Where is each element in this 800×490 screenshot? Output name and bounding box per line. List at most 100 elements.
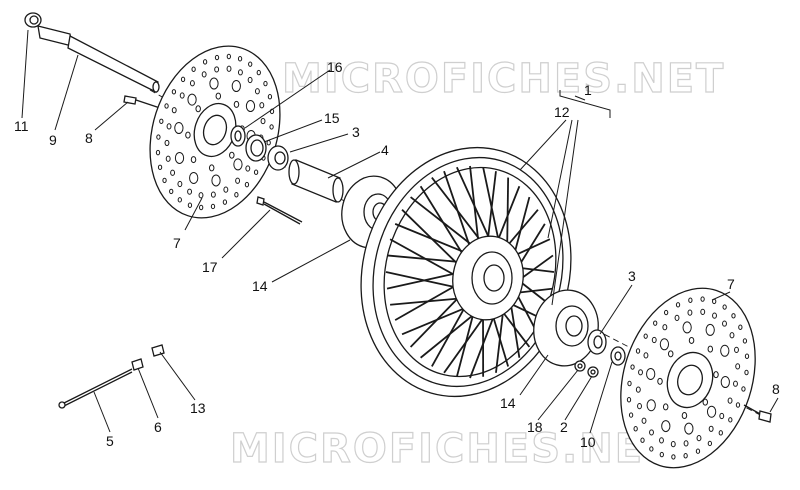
disc-hole (157, 164, 163, 170)
callout-9: 9 (49, 132, 57, 148)
spoke (443, 170, 473, 254)
disc-hole (720, 376, 730, 389)
disc-hole (659, 451, 664, 458)
disc-hole (683, 440, 689, 447)
callout-4: 4 (381, 142, 389, 158)
part-6-fitting (131, 358, 144, 371)
disc-hole (643, 352, 649, 359)
disc-hole (738, 324, 743, 330)
disc-hole (671, 454, 676, 460)
disc-hole (174, 151, 185, 164)
part-3-bearing-left (267, 145, 289, 171)
spoke (389, 238, 463, 280)
disc-hole (180, 76, 186, 83)
disc-hole (719, 412, 725, 420)
disc-hole (170, 169, 176, 176)
disc-hole (229, 151, 235, 159)
part-17-long-bolt (256, 196, 303, 225)
disc-hole (722, 304, 727, 310)
disc-hole (718, 430, 723, 436)
disc-hole (662, 324, 668, 331)
spoke (469, 165, 480, 249)
disc-hole (198, 192, 204, 199)
disc-hole (171, 107, 177, 114)
callout-14-left: 14 (252, 278, 268, 294)
disc-hole (260, 117, 266, 125)
leader-lines (21, 29, 779, 434)
disc-hole (245, 100, 256, 113)
disc-hole (269, 124, 274, 130)
disc-hole (637, 403, 642, 410)
disc-hole (226, 65, 232, 72)
disc-hole (162, 177, 167, 184)
disc-hole (742, 338, 748, 344)
part-18-washer (574, 360, 586, 372)
disc-hole (214, 54, 220, 61)
callout-1: 1 (584, 82, 592, 98)
disc-hole (667, 350, 674, 358)
disc-hole (177, 197, 182, 203)
disc-hole (707, 440, 713, 447)
disc-hole (700, 308, 706, 315)
disc-hole (635, 386, 641, 393)
callout-6: 6 (154, 419, 162, 435)
disc-hole (235, 177, 241, 184)
part-12-spoked-wheel (360, 146, 572, 398)
callout-3-left: 3 (352, 124, 360, 140)
callout-12: 12 (554, 104, 570, 120)
disc-hole (702, 398, 709, 406)
disc-hole (202, 59, 208, 65)
callout-3-right: 3 (628, 268, 636, 284)
disc-hole (744, 353, 750, 359)
disc-hole (185, 131, 191, 139)
callout-5: 5 (106, 433, 114, 449)
part-9-axle-shaft (37, 25, 160, 93)
disc-hole (627, 380, 632, 387)
spoke (401, 209, 464, 270)
disc-hole (682, 321, 692, 334)
disc-hole (734, 346, 739, 353)
disc-hole (234, 192, 239, 198)
disc-hole (674, 314, 680, 321)
disc-hole (722, 320, 727, 327)
disc-hole (683, 453, 688, 459)
disc-hole (244, 181, 250, 188)
disc-hole (177, 180, 183, 188)
disc-hole (659, 338, 670, 351)
disc-hole (707, 345, 714, 353)
disc-hole (233, 158, 243, 171)
disc-hole (700, 296, 705, 302)
disc-hole (259, 102, 265, 109)
disc-hole (187, 93, 197, 106)
disc-hole (659, 437, 664, 444)
disc-hole (254, 88, 260, 95)
part-10-spacer (610, 346, 626, 366)
disc-hole (705, 323, 715, 336)
disc-hole (245, 165, 251, 172)
disc-hole (646, 399, 656, 412)
disc-hole (720, 344, 730, 357)
disc-hole (226, 53, 231, 60)
disc-hole (628, 412, 634, 418)
disc-hole (706, 405, 717, 418)
disc-hole (638, 369, 643, 376)
disc-hole (687, 309, 693, 316)
disc-hole (209, 77, 219, 90)
callout-15: 15 (324, 110, 340, 126)
disc-hole (159, 118, 164, 124)
disc-hole (237, 56, 243, 62)
callout-14-right: 14 (500, 395, 516, 411)
disc-hole (675, 302, 681, 308)
disc-hole (688, 297, 693, 303)
part-8-disc-bolt-right (743, 404, 772, 423)
disc-hole (731, 313, 736, 319)
disc-hole (695, 448, 701, 454)
disc-hole (696, 435, 702, 442)
disc-hole (661, 420, 671, 433)
disc-hole (165, 155, 171, 162)
watermark-top: MICROFICHES.NET (282, 56, 725, 102)
disc-hole (247, 76, 253, 84)
disc-hole (171, 89, 177, 95)
disc-hole (635, 348, 641, 354)
